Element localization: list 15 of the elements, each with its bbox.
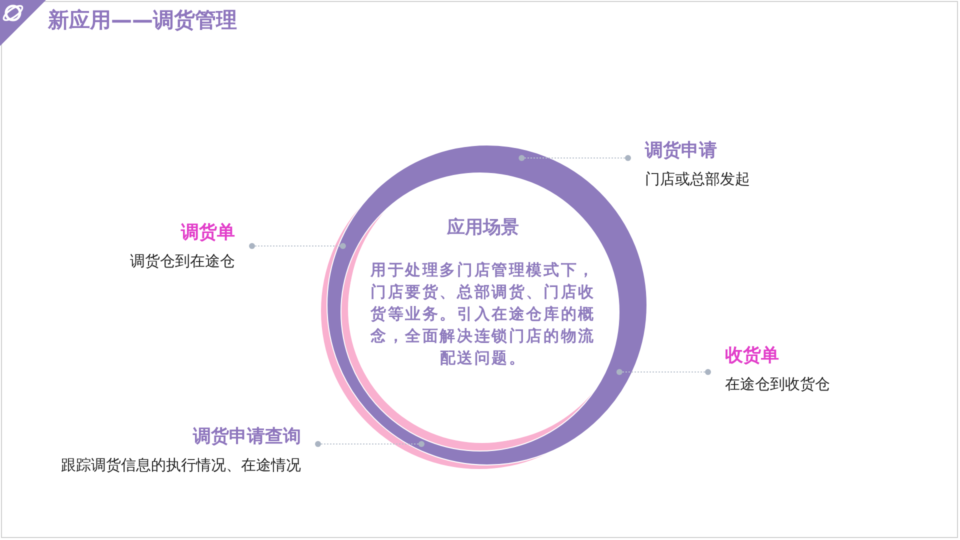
callout-description: 调货仓到在途仓 — [130, 252, 235, 271]
leader-line — [249, 243, 346, 249]
leader-line — [518, 155, 631, 161]
callout-heading: 调货申请 — [645, 139, 717, 162]
leader-line — [315, 441, 424, 447]
callout-description: 跟踪调货信息的执行情况、在途情况 — [61, 456, 301, 475]
leader-line — [616, 369, 711, 375]
callout-description: 门店或总部发起 — [645, 170, 750, 189]
callout-heading: 调货单 — [181, 221, 235, 244]
scene-description: 用于处理多门店管理模式下，门店要货、总部调货、门店收货等业务。引入在途仓库的概念，全面解决连锁门店的物流配送问题。 — [369, 260, 596, 369]
callout-heading: 收货单 — [725, 344, 779, 367]
callout-heading: 调货申请查询 — [193, 425, 301, 448]
scene-heading: 应用场景 — [446, 216, 520, 239]
slide-title: 新应用——调货管理 — [48, 7, 237, 34]
callout-description: 在途仓到收货仓 — [725, 375, 830, 394]
